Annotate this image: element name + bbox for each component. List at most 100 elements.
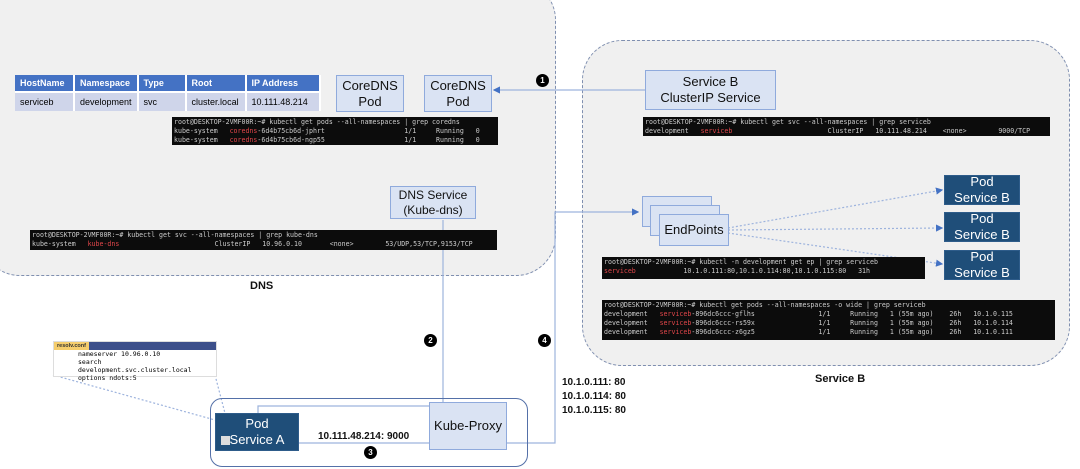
box-label: Service B: [954, 227, 1010, 242]
box-label: DNS Service: [398, 188, 468, 203]
table-header: HostName: [15, 75, 75, 92]
endpoint-ip-label: 10.1.0.114: 80: [562, 391, 626, 402]
terminal-command: root@DESKTOP-2VMF00R:~# kubectl -n devel…: [604, 258, 878, 266]
terminal-prefix: kube-system: [174, 136, 230, 144]
resolv-line: nameserver 10.96.0.10: [78, 350, 161, 358]
table-cell: development: [74, 91, 139, 111]
terminal-prefix: development: [604, 310, 660, 318]
box-label: Pod: [970, 211, 994, 227]
box-label: (Kube-dns): [403, 202, 463, 217]
endpoints-to-pod-line: [727, 224, 944, 232]
kube-proxy-box: Kube-Proxy: [429, 402, 507, 450]
terminal-resource-name: coredns: [229, 136, 258, 144]
resolv-line: options ndots:5: [78, 374, 137, 382]
box-label: Service B: [954, 265, 1010, 280]
terminal-prefix: kube-system: [174, 127, 230, 135]
terminal-prefix: development: [604, 319, 660, 327]
terminal-suffix: ClusterIP 10.111.48.214 <none> 9000/TCP: [732, 127, 1031, 135]
callout-line: [52, 374, 216, 421]
box-label: Service B: [682, 74, 739, 90]
table-cell: 10.111.48.214: [245, 91, 321, 111]
step-badge-3: 3: [364, 446, 377, 459]
service-a-node: [210, 398, 528, 467]
endpoints-to-pod-line: [727, 187, 944, 229]
resolv-line: search development.svc.cluster.local: [78, 358, 192, 374]
table-cell: cluster.local: [185, 91, 247, 111]
clusterip-port-label: 10.111.48.214: 9000: [318, 431, 410, 442]
resolv-conf-tab[interactable]: resolv.conf: [54, 342, 89, 350]
editor-body: nameserver 10.96.0.10 search development…: [54, 350, 216, 382]
terminal-resource-name: serviceb: [604, 267, 636, 275]
table-cell: serviceb: [15, 91, 75, 111]
terminal-row: development serviceb-896dc6ccc-gflhs 1/1…: [604, 310, 1053, 319]
terminal-row: kube-system kube-dns ClusterIP 10.96.0.1…: [32, 240, 495, 249]
coredns-pod-2: CoreDNS Pod: [424, 75, 492, 112]
terminal-suffix: -6d4b75cb6d-jphrt 1/1 Running 0: [257, 127, 480, 135]
terminal-row: development serviceb ClusterIP 10.111.48…: [645, 127, 1048, 136]
box-label: ClusterIP Service: [660, 90, 761, 105]
terminal-row: development serviceb-896dc6ccc-rs59x 1/1…: [604, 319, 1053, 328]
kubeproxy-to-endpoints-line: [299, 208, 640, 444]
endpoint-ip-label: 10.1.0.111: 80: [562, 377, 626, 388]
terminal-prefix: development: [645, 127, 701, 135]
endpoints-box: EndPoints: [659, 214, 729, 246]
terminal-endpoints: root@DESKTOP-2VMF00R:~# kubectl -n devel…: [602, 257, 925, 279]
terminal-command: root@DESKTOP-2VMF00R:~# kubectl get pods…: [174, 118, 460, 126]
terminal-resource-name: serviceb: [659, 310, 692, 318]
terminal-prefix: kube-system: [32, 240, 88, 248]
coredns-pod-1: CoreDNS Pod: [336, 75, 404, 112]
step-badge-4: 4: [538, 334, 551, 347]
resolv-conf-editor: resolv.conf nameserver 10.96.0.10 search…: [53, 341, 217, 382]
terminal-resource-name: serviceb: [700, 127, 733, 135]
dns-region-label: DNS: [250, 280, 274, 292]
terminal-suffix: 10.1.0.111:80,10.1.0.114:80,10.1.0.115:8…: [635, 267, 870, 275]
box-label: Pod: [245, 416, 269, 432]
terminal-command: root@DESKTOP-2VMF00R:~# kubectl get svc …: [32, 231, 318, 239]
step-badge-2: 2: [424, 334, 437, 347]
terminal-suffix: ClusterIP 10.96.0.10 <none> 53/UDP,53/TC…: [119, 240, 473, 248]
box-label: Pod: [970, 249, 994, 265]
terminal-prefix: development: [604, 328, 660, 336]
terminal-coredns: root@DESKTOP-2VMF00R:~# kubectl get pods…: [172, 117, 498, 145]
poda-to-kubeproxy-line: [257, 405, 440, 413]
terminal-suffix: -6d4b75cb6d-ngp55 1/1 Running 0: [257, 136, 480, 144]
container-icon: [221, 436, 230, 445]
service-b-region-label: Service B: [815, 373, 866, 385]
terminal-row: kube-system coredns-6d4b75cb6d-jphrt 1/1…: [174, 127, 496, 136]
table-row: serviceb development svc cluster.local 1…: [15, 91, 321, 111]
terminal-serviceb-svc: root@DESKTOP-2VMF00R:~# kubectl get svc …: [643, 117, 1050, 136]
terminal-kubedns: root@DESKTOP-2VMF00R:~# kubectl get svc …: [30, 230, 497, 250]
editor-tab-bar: resolv.conf: [54, 342, 216, 350]
callout-line: [214, 374, 233, 441]
dns-record-table: HostName Namespace Type Root IP Address …: [15, 75, 321, 111]
box-label: Service B: [954, 190, 1010, 205]
table-header: Root: [185, 75, 247, 92]
table-cell: svc: [137, 91, 187, 111]
table-header: Type: [137, 75, 187, 92]
terminal-suffix: -896dc6ccc-gflhs 1/1 Running 1 (55m ago)…: [691, 310, 1013, 318]
dns-service-box: DNS Service(Kube-dns): [390, 186, 476, 219]
terminal-row: kube-system coredns-6d4b75cb6d-ngp55 1/1…: [174, 136, 496, 145]
terminal-resource-name: kube-dns: [87, 240, 120, 248]
terminal-command: root@DESKTOP-2VMF00R:~# kubectl get pods…: [604, 301, 926, 309]
terminal-pods: root@DESKTOP-2VMF00R:~# kubectl get pods…: [602, 300, 1055, 340]
terminal-suffix: -896dc6ccc-z6gz5 1/1 Running 1 (55m ago)…: [691, 328, 1013, 336]
box-label: Pod: [970, 174, 994, 190]
terminal-resource-name: serviceb: [659, 319, 692, 327]
terminal-row: development serviceb-896dc6ccc-z6gz5 1/1…: [604, 328, 1053, 337]
terminal-command: root@DESKTOP-2VMF00R:~# kubectl get svc …: [645, 118, 931, 126]
step-badge-1: 1: [536, 74, 549, 87]
terminal-suffix: -896dc6ccc-rs59x 1/1 Running 1 (55m ago)…: [691, 319, 1013, 327]
table-header: IP Address: [245, 75, 321, 92]
table-header: Namespace: [74, 75, 139, 92]
terminal-resource-name: coredns: [229, 127, 258, 135]
box-label: Service A: [229, 432, 285, 447]
terminal-row: serviceb 10.1.0.111:80,10.1.0.114:80,10.…: [604, 267, 923, 276]
endpoint-ip-label: 10.1.0.115: 80: [562, 405, 626, 416]
